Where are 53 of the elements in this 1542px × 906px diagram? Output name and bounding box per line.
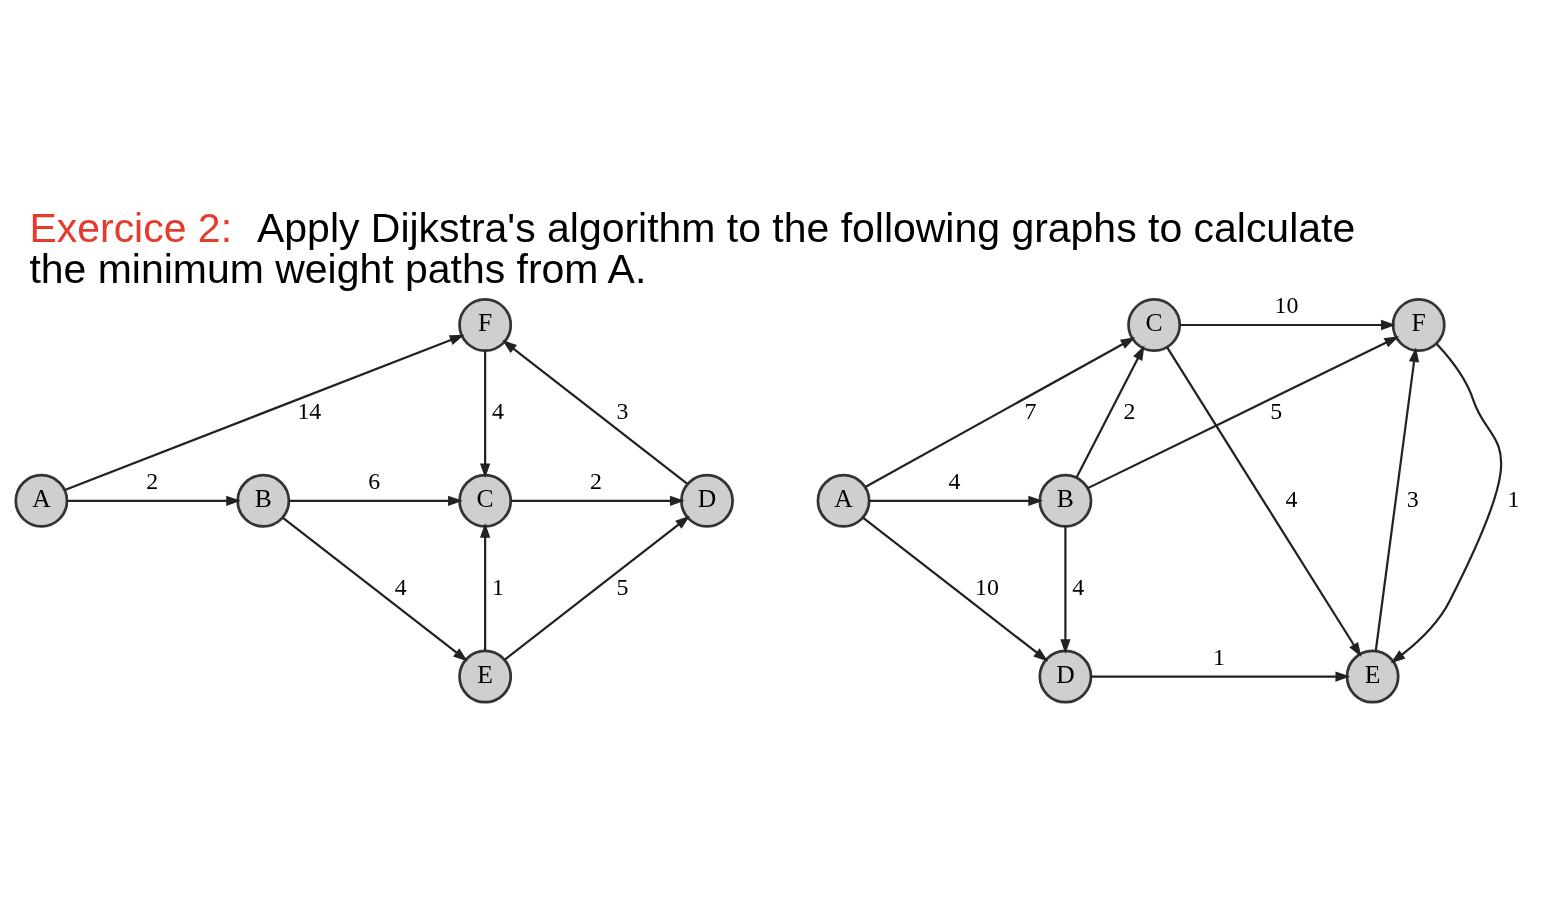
edge-label: 4 bbox=[394, 573, 407, 600]
arrow bbox=[862, 516, 1049, 662]
arrow bbox=[511, 495, 685, 506]
arrow bbox=[504, 515, 690, 661]
node-circle: B bbox=[1038, 473, 1093, 528]
arrow bbox=[1166, 346, 1362, 658]
arrow bbox=[1091, 671, 1351, 682]
node-circle: D bbox=[1038, 649, 1093, 704]
arrow bbox=[67, 495, 241, 506]
node-circle: D bbox=[680, 473, 734, 528]
arrow bbox=[1374, 347, 1420, 651]
arrow bbox=[502, 339, 688, 485]
edge-label: 3 bbox=[1406, 486, 1419, 513]
edge-label: 2 bbox=[146, 468, 159, 495]
node-circle: E bbox=[1345, 649, 1400, 704]
edge-label: 1 bbox=[1213, 643, 1225, 670]
arrow bbox=[480, 350, 491, 479]
arrow bbox=[1075, 345, 1145, 478]
node-circle: A bbox=[14, 473, 69, 528]
edge-label: 5 bbox=[1270, 398, 1283, 425]
edge-label: 14 bbox=[297, 398, 322, 425]
arrow bbox=[282, 516, 468, 662]
edge-label: 10 bbox=[974, 573, 999, 600]
arrow bbox=[1060, 526, 1071, 654]
arrow bbox=[865, 337, 1136, 488]
edge-label: 1 bbox=[1507, 486, 1520, 513]
edge-label: 10 bbox=[1274, 292, 1299, 319]
edge-label: 1 bbox=[491, 573, 504, 600]
node-circle: B bbox=[236, 473, 291, 528]
node-circle: C bbox=[458, 473, 513, 528]
edge-label: 4 bbox=[948, 468, 961, 495]
node-circle: F bbox=[1391, 298, 1446, 352]
edge-label: 2 bbox=[590, 468, 603, 495]
edge-label: 3 bbox=[616, 398, 629, 425]
edge-label: 4 bbox=[491, 398, 504, 425]
arrow bbox=[869, 495, 1044, 506]
arrow bbox=[289, 495, 463, 506]
arrow bbox=[1390, 343, 1503, 664]
node-circle: A bbox=[816, 473, 871, 528]
node-circle: E bbox=[458, 649, 513, 704]
node-circle: C bbox=[1127, 298, 1182, 352]
arrow bbox=[64, 334, 465, 491]
edge-label: 7 bbox=[1024, 398, 1037, 425]
arrow bbox=[1087, 336, 1400, 490]
arrow bbox=[480, 523, 491, 651]
arrow bbox=[1180, 319, 1396, 331]
node-circle: F bbox=[458, 298, 513, 352]
edge-label: 2 bbox=[1123, 398, 1136, 425]
edge-label: 6 bbox=[368, 468, 381, 495]
edge-label: 5 bbox=[616, 573, 629, 600]
edge-label: 4 bbox=[1285, 486, 1298, 513]
edge-label: 4 bbox=[1072, 573, 1085, 600]
diagram-title: Exercice 2: bbox=[29, 204, 233, 251]
